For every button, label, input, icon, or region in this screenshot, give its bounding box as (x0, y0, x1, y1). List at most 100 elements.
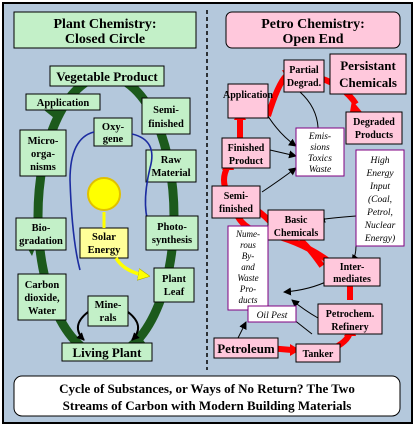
solar-arrow (114, 257, 148, 276)
node-raw-material (145, 149, 197, 183)
node-application (25, 93, 101, 111)
label-micro-1: Micro- (28, 136, 59, 147)
label-energy-7: Energy) (364, 233, 395, 244)
label-semi-1: Semi- (153, 105, 179, 116)
label-minerals-2: rals (100, 313, 117, 324)
arrow-finished-emissions (269, 149, 297, 159)
label-solar-1: Solar (92, 232, 116, 243)
label-byprod-3: By- (242, 251, 255, 261)
node-photosynthesis (145, 215, 199, 251)
node-biogradation (15, 217, 67, 251)
label-byprod-7: ducts (239, 295, 258, 305)
label-emissions-4: Waste (309, 165, 331, 175)
node-semi-finished (141, 97, 191, 135)
node-petroleum (213, 337, 279, 359)
label-energy-5: Petrol, (366, 208, 393, 218)
node-petrochem-refinery (317, 303, 383, 335)
red-arrowhead (350, 100, 362, 112)
caption-line1: Cycle of Substances, or Ways of No Retur… (59, 381, 355, 396)
label-petro-semi-1: Semi- (224, 191, 248, 202)
caption-box (13, 375, 401, 417)
label-micro-2: orga- (31, 149, 55, 160)
label-carbon-2: dioxide, (24, 293, 60, 304)
minerals-loop-right (127, 311, 140, 341)
node-oil-pest (247, 305, 297, 323)
label-byprod-1: Nume- (235, 229, 260, 239)
label-refinery-2: Refinery (331, 322, 368, 333)
node-finished-product (221, 137, 271, 169)
petro-title-line2: Open End (282, 32, 343, 47)
node-plant-leaf (153, 267, 195, 303)
red-arrowhead (290, 344, 300, 356)
petro-title-box (225, 11, 401, 49)
node-persistant-chemicals (329, 53, 407, 95)
plant-title-line1: Plant Chemistry: (53, 17, 156, 32)
node-tanker (295, 343, 341, 363)
node-byproducts (227, 225, 269, 311)
label-leaf-2: Leaf (164, 287, 185, 298)
plant-title: Plant Chemistry: (53, 17, 156, 32)
label-photo-2: synthesis (152, 235, 192, 246)
node-minerals (87, 295, 129, 327)
label-semi-2: finished (148, 119, 184, 130)
label-leaf-1: Plant (162, 274, 186, 285)
node-basic-chemicals (267, 209, 325, 241)
node-partial-degradation (283, 59, 325, 93)
label-emissions-1: Emis- (308, 132, 331, 142)
label-application: Application (37, 98, 90, 109)
petro-title-line1: Petro Chemistry: (261, 17, 365, 32)
label-byprod-4: and (241, 262, 255, 272)
label-minerals-1: Mine- (95, 300, 122, 311)
label-basic-1: Basic (285, 215, 308, 226)
minerals-loop-left (76, 311, 89, 341)
arrow-semi-emissions (261, 167, 297, 193)
label-refinery-1: Petrochem. (326, 309, 375, 320)
node-degraded-products (345, 111, 403, 145)
node-high-energy-input (355, 149, 405, 247)
label-finished-1: Finished (228, 143, 265, 154)
node-petro-application (227, 83, 269, 119)
node-intermediates (323, 257, 381, 287)
node-carbon-dioxide-water (17, 273, 67, 321)
label-partial-1: Partial (289, 65, 319, 76)
label-emissions-2: sions (310, 143, 330, 153)
label-oxygene-2: gene (103, 134, 124, 145)
label-inter-2: mediates (333, 274, 371, 285)
node-living-plant (61, 342, 153, 362)
plant-title-line2: Closed Circle (65, 32, 145, 47)
label-degraded-1: Degraded (353, 117, 395, 128)
oxygene-to-plant (69, 131, 95, 271)
label-micro-3: nisms (30, 162, 56, 173)
label-petro-semi-2: finished (219, 204, 253, 215)
label-emissions-3: Toxics (308, 154, 332, 164)
label-bio-1: Bio- (32, 223, 51, 234)
node-oxygene (93, 117, 133, 147)
label-persistant-2: Chemicals (339, 75, 397, 90)
label-oxygene-1: Oxy- (102, 122, 125, 133)
label-living-plant: Living Plant (73, 345, 143, 360)
label-energy-4: (Coal, (368, 194, 392, 205)
label-carbon-1: Carbon (25, 280, 60, 291)
label-energy-2: Energy (365, 169, 394, 179)
sun-icon (87, 177, 121, 211)
node-micro-organisms (19, 129, 67, 177)
label-byprod-6: Pro- (239, 284, 256, 294)
label-raw-1: Raw (161, 155, 182, 166)
arrow-petroleum-oilpest (237, 321, 247, 339)
plant-title-2: Closed Circle (65, 32, 145, 47)
label-degraded-2: Products (355, 130, 393, 141)
label-energy-6: Nuclear (364, 221, 396, 231)
node-petro-semi-finished (211, 185, 261, 219)
label-vegetable-product: Vegetable Product (56, 69, 158, 84)
node-vegetable-product (49, 65, 165, 87)
label-byprod-2: rous (240, 240, 256, 250)
label-inter-1: Inter- (340, 262, 365, 273)
label-basic-2: Chemicals (274, 228, 319, 239)
label-energy-1: High (370, 156, 390, 166)
node-solar-energy (79, 227, 129, 259)
label-carbon-3: Water (28, 306, 56, 317)
label-petroleum: Petroleum (217, 341, 275, 356)
label-tanker: Tanker (303, 349, 334, 360)
